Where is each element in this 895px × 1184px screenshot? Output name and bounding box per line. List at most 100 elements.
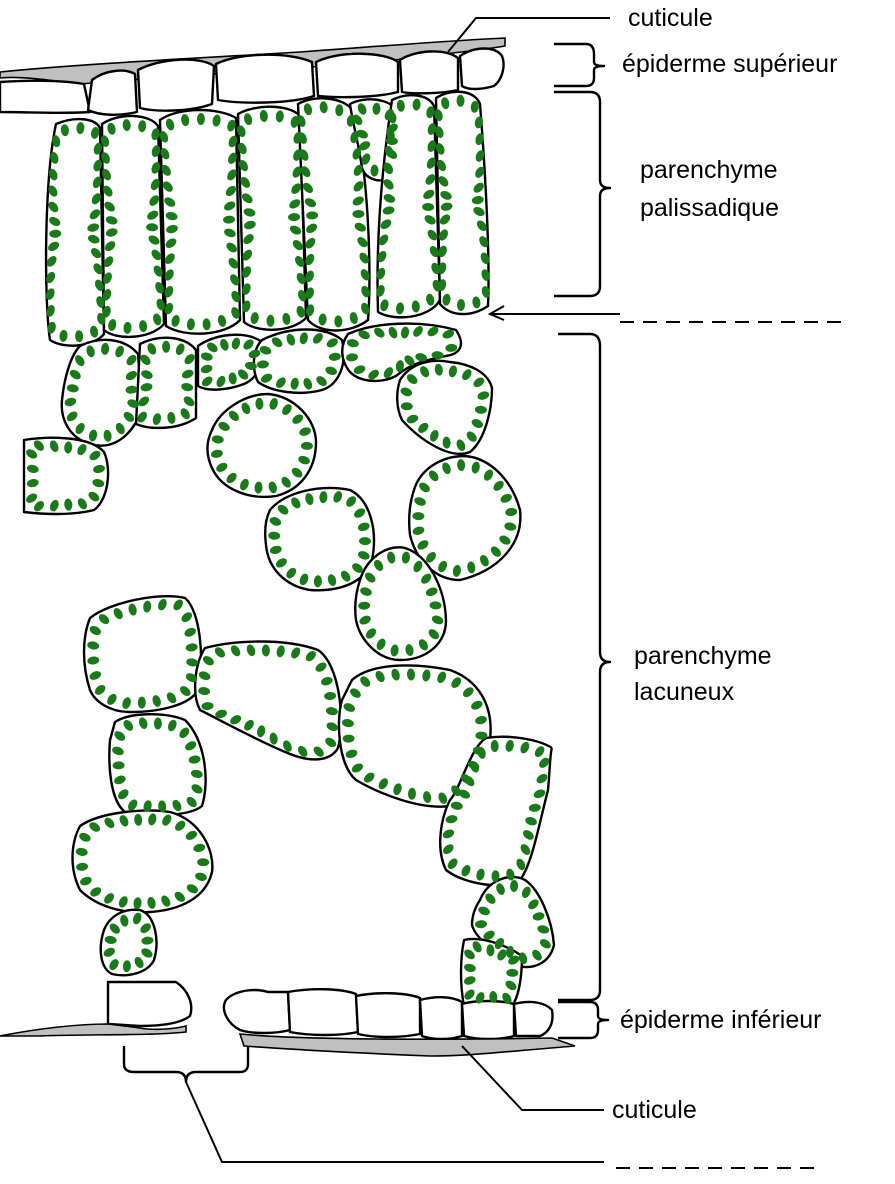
chloroplast-dot (461, 865, 471, 877)
lower-cuticle-left (0, 1023, 187, 1037)
chloroplast-dot (483, 930, 495, 940)
chloroplast-dot (140, 383, 153, 392)
chloroplast-dot (489, 991, 498, 1003)
chloroplast-dot (361, 153, 371, 165)
chloroplast-dot (224, 228, 236, 238)
chloroplast-dot (237, 125, 246, 138)
chloroplast-dot (374, 559, 384, 571)
chloroplast-dot (282, 312, 291, 325)
chloroplast-dot (352, 196, 364, 206)
chloroplast-dot (158, 598, 167, 611)
chloroplast-dot (300, 441, 313, 450)
chloroplast-dot (276, 645, 285, 658)
chloroplast-dot (184, 354, 195, 365)
chloroplast-dot (324, 691, 337, 701)
brace-spongy (558, 332, 612, 1002)
chloroplast-dot (486, 944, 495, 957)
chloroplast-dot (304, 198, 317, 208)
chloroplast-dot (181, 383, 194, 392)
chloroplast-dot (160, 148, 170, 160)
chloroplast-dot (118, 896, 128, 908)
chloroplast-dot (476, 868, 485, 881)
chloroplast-dot (164, 269, 174, 281)
chloroplast-dot (128, 799, 138, 811)
chloroplast-dot (458, 789, 471, 799)
chloroplast-dot (316, 376, 327, 387)
chloroplast-dot (69, 369, 81, 380)
chloroplast-dot (404, 355, 415, 366)
chloroplast-dot (318, 313, 327, 326)
chloroplast-dot (505, 739, 514, 752)
chloroplast-dot (464, 949, 475, 960)
chloroplast-dot (216, 462, 228, 472)
chloroplast-dot (108, 319, 117, 331)
chloroplast-dot (242, 193, 253, 204)
chloroplast-dot (436, 159, 447, 172)
chloroplast-dot (107, 693, 117, 705)
lower-epidermis (106, 980, 554, 1041)
chloroplast-dot (349, 312, 358, 325)
chloroplast-dot (186, 658, 199, 667)
chloroplast-dot (141, 936, 154, 945)
chloroplast-dot (242, 266, 252, 278)
chloroplast-dot (319, 101, 328, 114)
chloroplast-dot (48, 168, 58, 181)
chloroplast-dot (502, 992, 512, 1004)
chloroplast-dot (198, 671, 211, 681)
chloroplast-dot (412, 98, 421, 111)
chloroplast-dot (427, 123, 437, 135)
chloroplast-dot (75, 847, 88, 856)
chloroplast-dot (102, 305, 111, 318)
chloroplast-dot (227, 119, 236, 132)
chloroplast-dot (442, 462, 451, 475)
chloroplast-dot (413, 560, 423, 573)
chloroplast-dot (493, 480, 504, 491)
chloroplast-dot (334, 315, 343, 328)
chloroplast-dot (80, 876, 92, 886)
chloroplast-dot (425, 587, 438, 597)
chloroplast-dot (376, 638, 386, 650)
chloroplast-dot (391, 668, 400, 681)
chloroplast-dot (148, 813, 157, 826)
chloroplast-dot (525, 817, 537, 826)
chloroplast-dot (193, 843, 206, 853)
chloroplast-dot (191, 784, 203, 794)
chloroplast-dot (442, 829, 455, 839)
chloroplast-dot (164, 285, 174, 298)
chloroplast-dot (438, 560, 448, 573)
chloroplast-dot (532, 949, 542, 961)
chloroplast-dot (390, 644, 399, 657)
chloroplast-dot (463, 687, 474, 698)
chloroplast-dot (335, 104, 344, 117)
chloroplast-dot (172, 799, 182, 812)
chloroplast-dot (240, 478, 249, 491)
chloroplast-dot (411, 300, 420, 313)
chloroplast-dot (90, 248, 102, 259)
chloroplast-dot (87, 223, 100, 232)
chloroplast-dot (297, 745, 308, 757)
chloroplast-dot (104, 201, 115, 212)
chloroplast-dot (64, 397, 77, 407)
chloroplast-dot (297, 115, 306, 127)
chloroplast-dot (306, 211, 319, 220)
chloroplast-dot (357, 522, 370, 531)
chloroplast-dot (438, 245, 447, 258)
chloroplast-dot (230, 274, 240, 286)
chloroplast-dot (52, 135, 61, 148)
chloroplast-dot (151, 162, 161, 174)
chloroplast-dot (64, 498, 73, 511)
chloroplast-dot (200, 352, 213, 361)
chloroplast-dot (87, 641, 100, 650)
chloroplast-dot (471, 700, 483, 710)
chloroplast-dot (305, 493, 314, 506)
chloroplast-dot (406, 414, 419, 424)
chloroplast-dot (326, 722, 339, 732)
chloroplast-dot (225, 185, 236, 197)
chloroplast-dot (474, 116, 484, 129)
chloroplast-dot (92, 176, 102, 189)
chloroplast-dot (291, 183, 302, 194)
chloroplast-dot (372, 102, 381, 115)
chloroplast-dot (112, 761, 125, 770)
chloroplast-dot (93, 263, 103, 275)
chloroplast-dot (360, 676, 371, 687)
